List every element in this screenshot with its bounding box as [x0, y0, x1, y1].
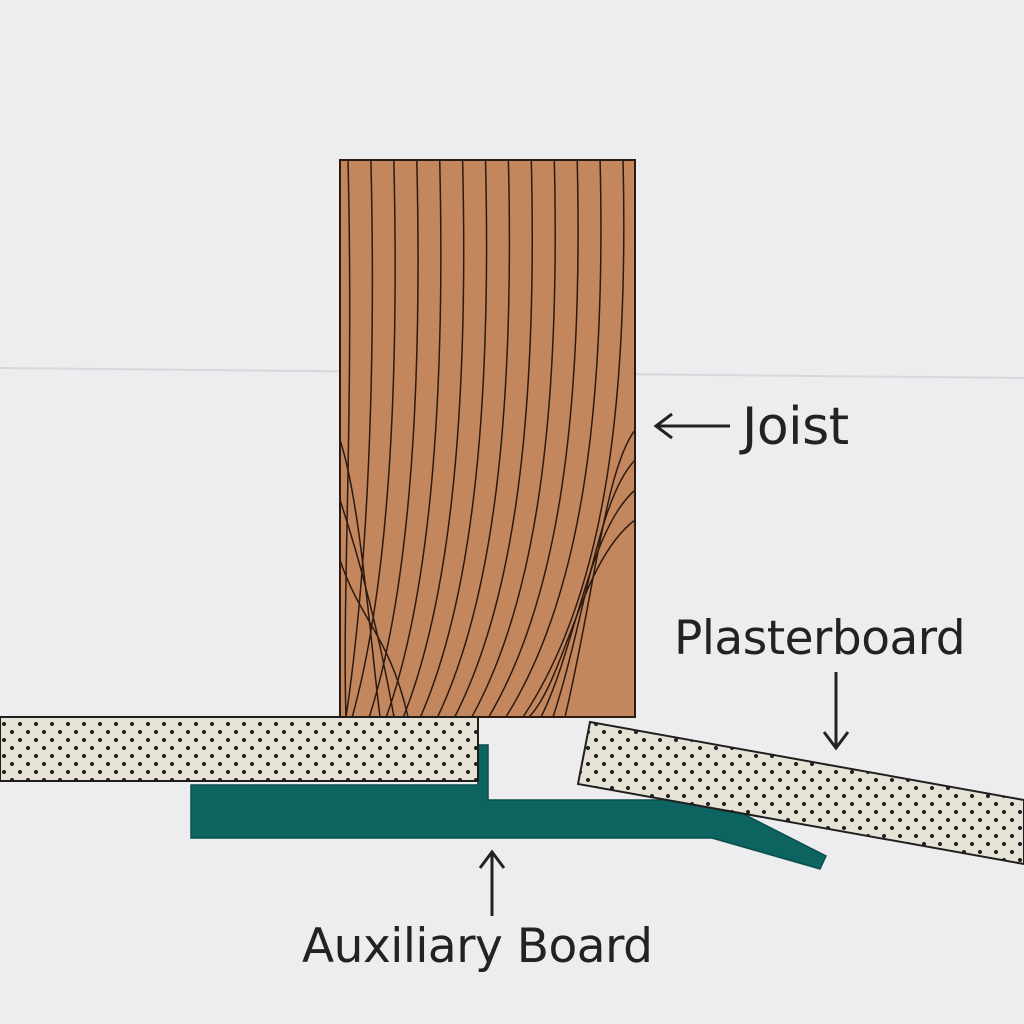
joist: [339, 159, 636, 718]
wood-grain-line: [564, 429, 636, 718]
wood-grain-line: [471, 159, 556, 718]
wood-grain-line: [402, 159, 465, 718]
wood-grain-line: [488, 159, 579, 718]
wood-grain-line: [345, 159, 374, 718]
wood-grain-line: [339, 439, 381, 718]
joist-label: Joist: [742, 397, 849, 457]
wood-grain-line: [385, 159, 442, 718]
plasterboard-label: Plasterboard: [674, 611, 966, 666]
wood-grain-line: [436, 159, 511, 718]
wood-grain-line: [339, 559, 409, 718]
wood-grain-line: [351, 159, 396, 718]
wood-grain-line: [522, 159, 625, 718]
wood-grain-line: [540, 489, 636, 718]
wood-grain-line: [528, 519, 636, 718]
wood-grain-line: [344, 159, 351, 718]
plasterboard-right: [576, 720, 1024, 866]
auxiliary-board-label: Auxiliary Board: [302, 919, 653, 974]
wood-grain-line: [339, 499, 395, 718]
wood-grain: [339, 159, 636, 718]
joist-block: [339, 159, 636, 718]
wood-grain-line: [419, 159, 488, 718]
wood-grain-line: [505, 159, 602, 718]
plasterboard-left: [0, 716, 479, 782]
left-arrow-icon: [653, 412, 730, 440]
wood-grain-line: [454, 159, 533, 718]
down-arrow-icon: [822, 672, 850, 751]
up-arrow-icon: [478, 849, 506, 916]
